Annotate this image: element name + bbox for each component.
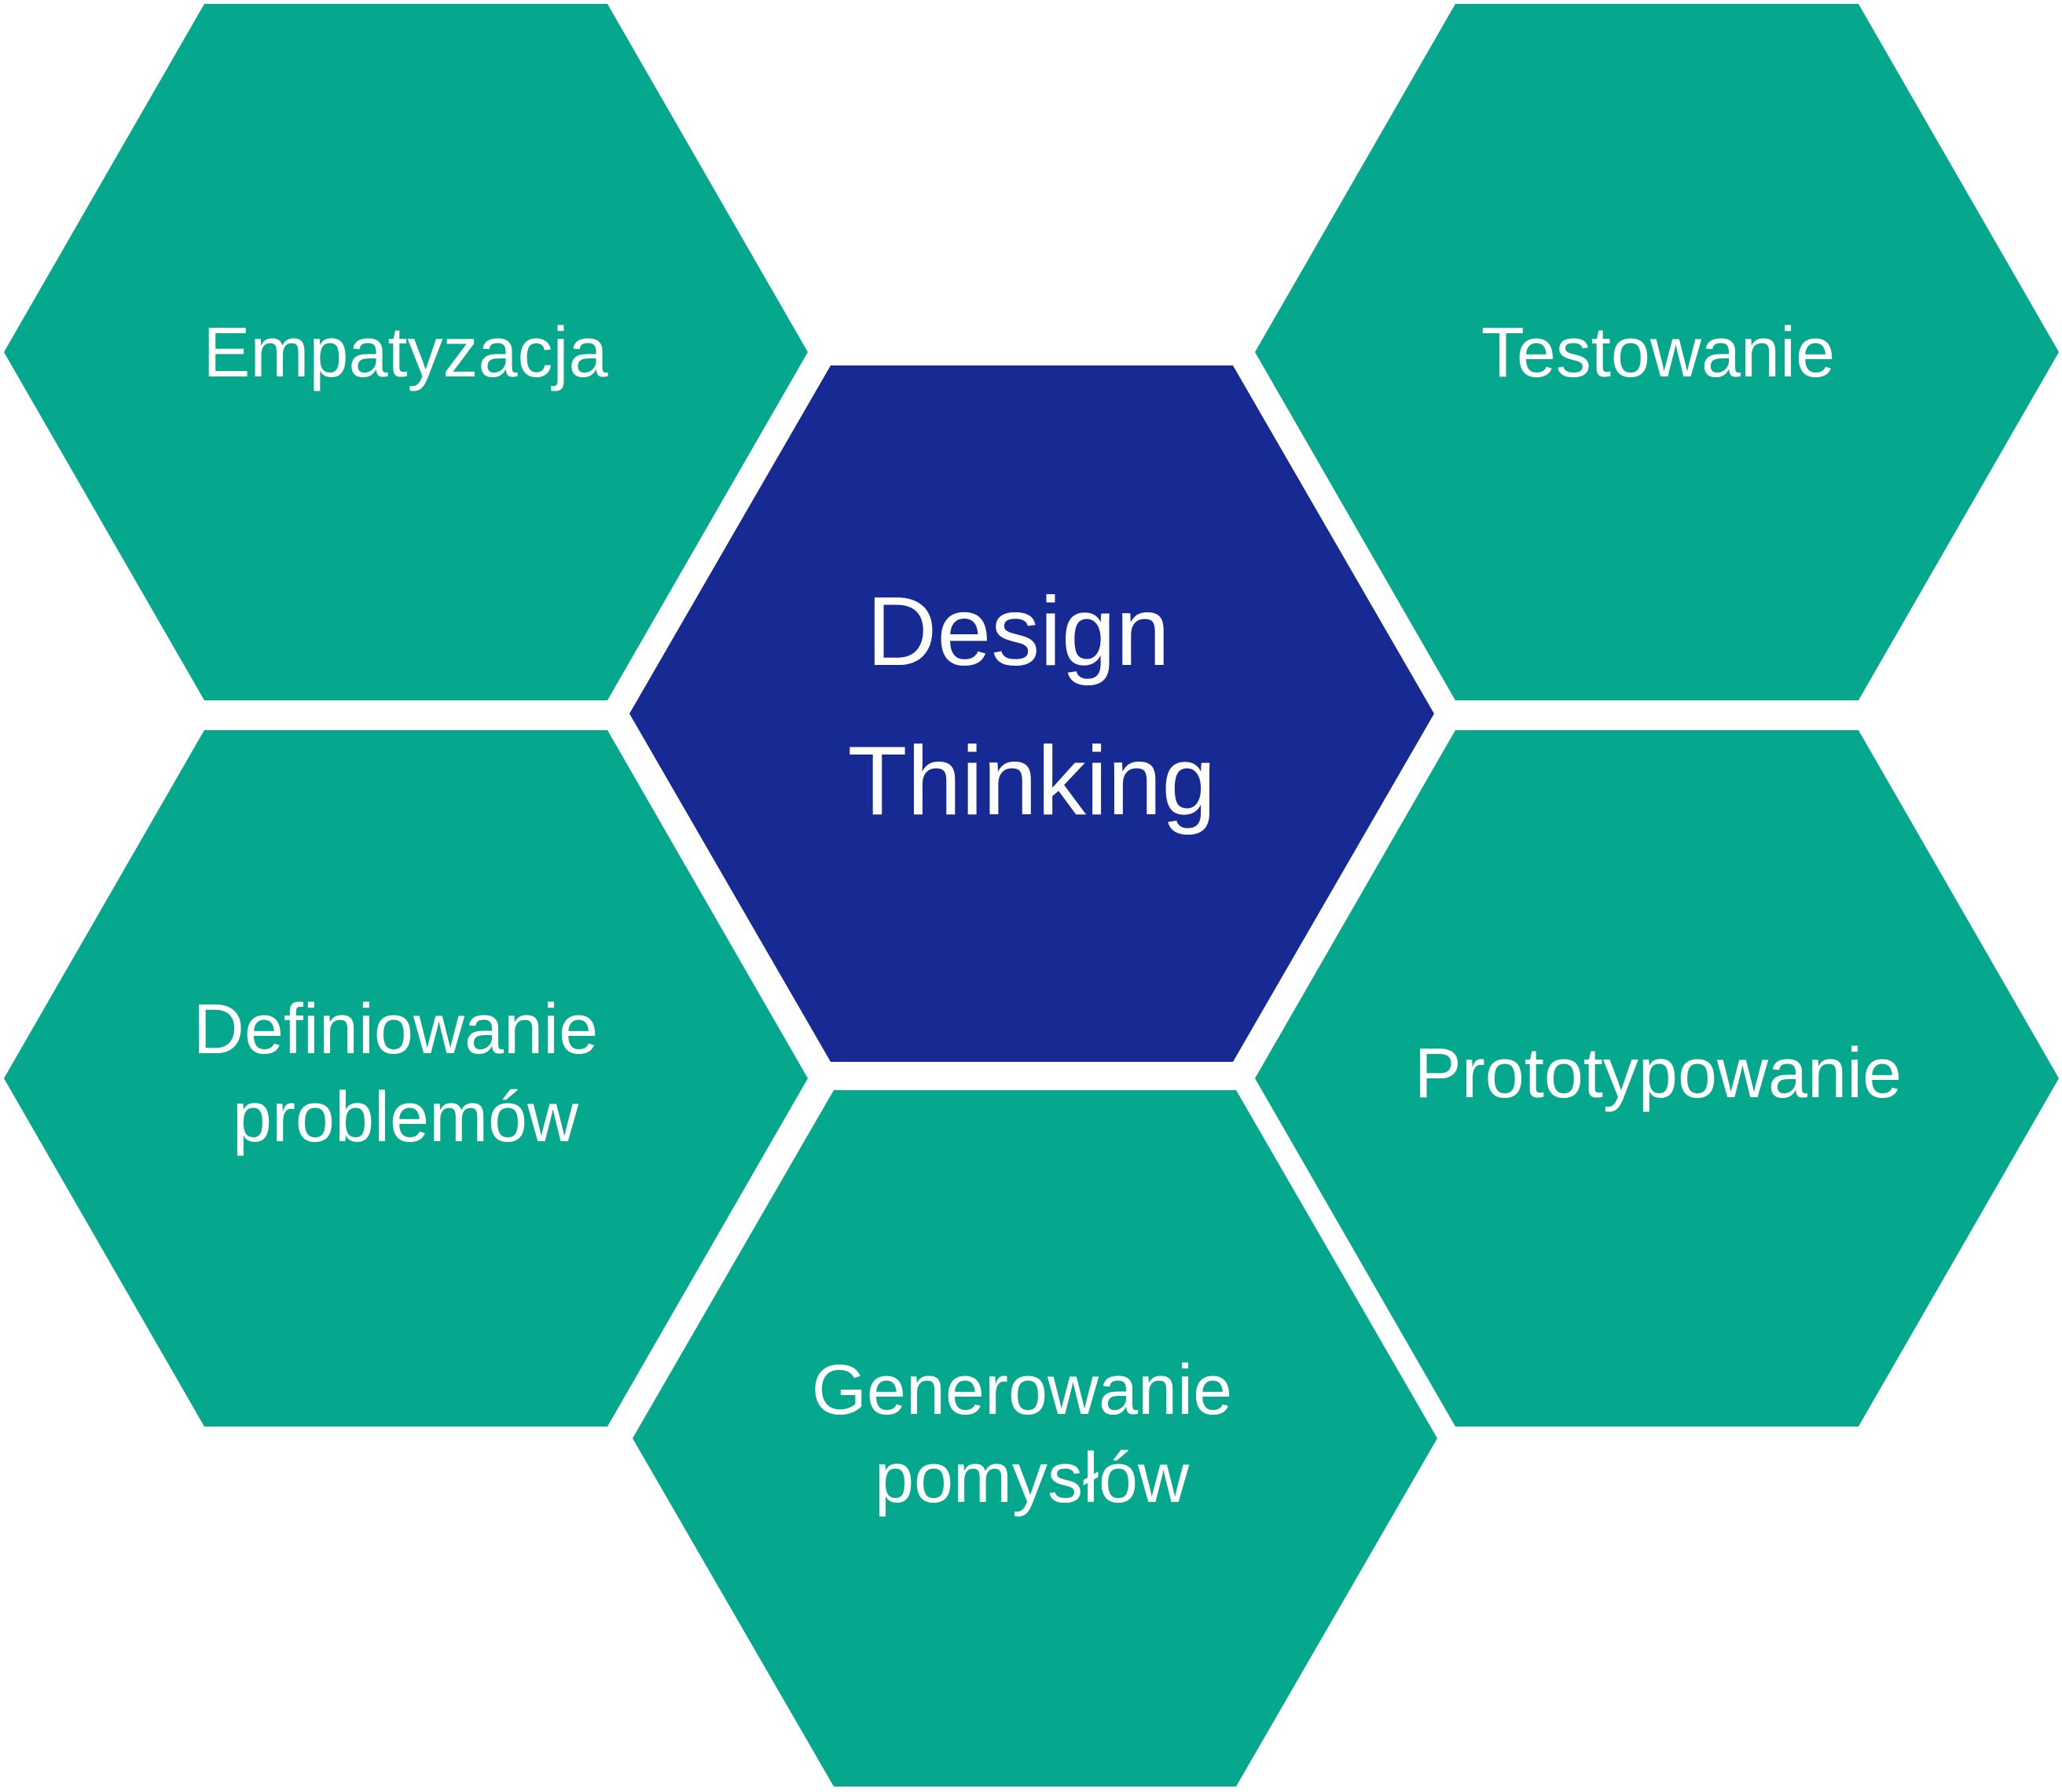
hex-empatyzacja-label: Empatyzacja: [203, 314, 608, 392]
svg-text:Testowanie: Testowanie: [1481, 314, 1835, 392]
hex-definiowanie-problemow-label-line1: Definiowanie: [193, 990, 598, 1069]
hex-design-thinking-shape: [629, 365, 1434, 1062]
hex-testowanie-label: Testowanie: [1481, 314, 1835, 392]
hex-definiowanie-problemow-shape: [4, 730, 808, 1427]
hex-generowanie-pomyslow-shape: [633, 1090, 1437, 1786]
hex-definiowanie-problemow: Definiowanie problemów: [4, 730, 808, 1427]
hex-generowanie-pomyslow: Generowanie pomysłów: [633, 1090, 1437, 1786]
hex-empatyzacja-shape: [4, 4, 808, 700]
hex-design-thinking-label-line2: Thinking: [848, 727, 1216, 835]
hex-design-thinking-label-line1: Design: [867, 578, 1170, 686]
hex-prototypowanie-label: Prototypowanie: [1414, 1034, 1902, 1113]
hex-definiowanie-problemow-label-line2: problemów: [233, 1078, 579, 1157]
hex-design-thinking: Design Thinking: [629, 365, 1434, 1062]
hex-testowanie-shape: [1255, 4, 2059, 700]
hex-prototypowanie-shape: [1255, 730, 2059, 1427]
hex-generowanie-pomyslow-label-line2: pomysłów: [875, 1439, 1190, 1518]
hex-prototypowanie: Prototypowanie: [1255, 730, 2059, 1427]
hex-generowanie-pomyslow-label-line1: Generowanie: [812, 1351, 1232, 1430]
svg-text:Generowanie pomysłów: Generowanie pomysłów: [812, 1351, 1252, 1518]
svg-text:Prototypowanie: Prototypowanie: [1414, 1034, 1902, 1113]
hex-testowanie: Testowanie: [1255, 4, 2059, 700]
svg-text:Empatyzacja: Empatyzacja: [203, 314, 608, 392]
hex-empatyzacja: Empatyzacja: [4, 4, 808, 700]
svg-text:Definiowanie problemów: Definiowanie problemów: [193, 990, 618, 1157]
svg-text:Design Thinking: Design Thinking: [848, 578, 1216, 835]
